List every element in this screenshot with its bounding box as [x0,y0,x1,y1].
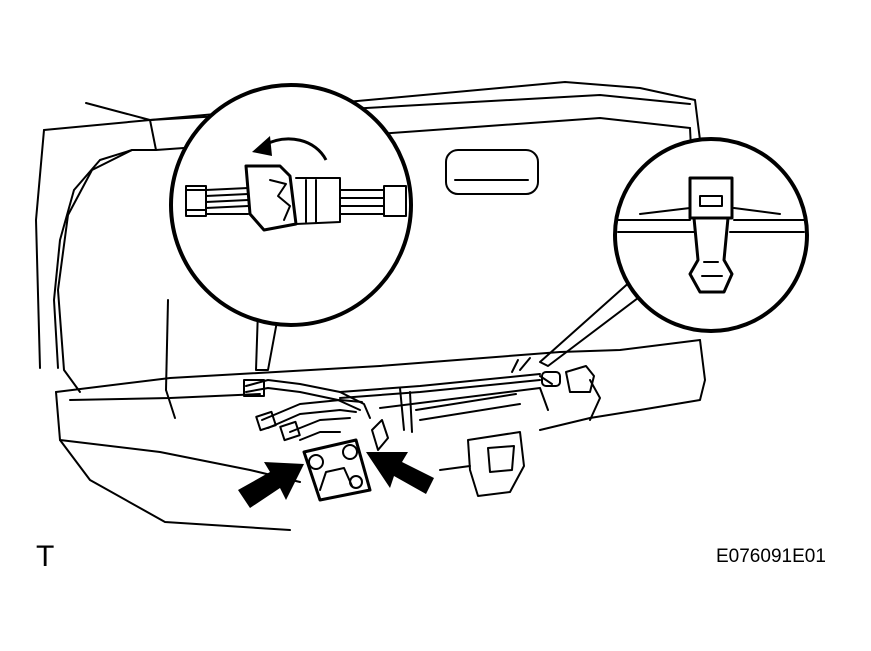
rotate-arrow-icon [252,136,272,156]
figure-id-label: E076091E01 [716,546,826,567]
trailer-socket [302,438,372,502]
view-code-label: T [36,540,55,573]
push-arrow-icon [238,452,434,508]
clip-icon [688,217,734,294]
tailgate-body [35,81,706,531]
wire-harness [243,357,561,442]
clip-detail-callout [613,137,809,333]
connector-detail-callout [169,83,413,327]
right-callout-pointer [539,279,647,367]
left-callout-pointer [255,309,279,371]
